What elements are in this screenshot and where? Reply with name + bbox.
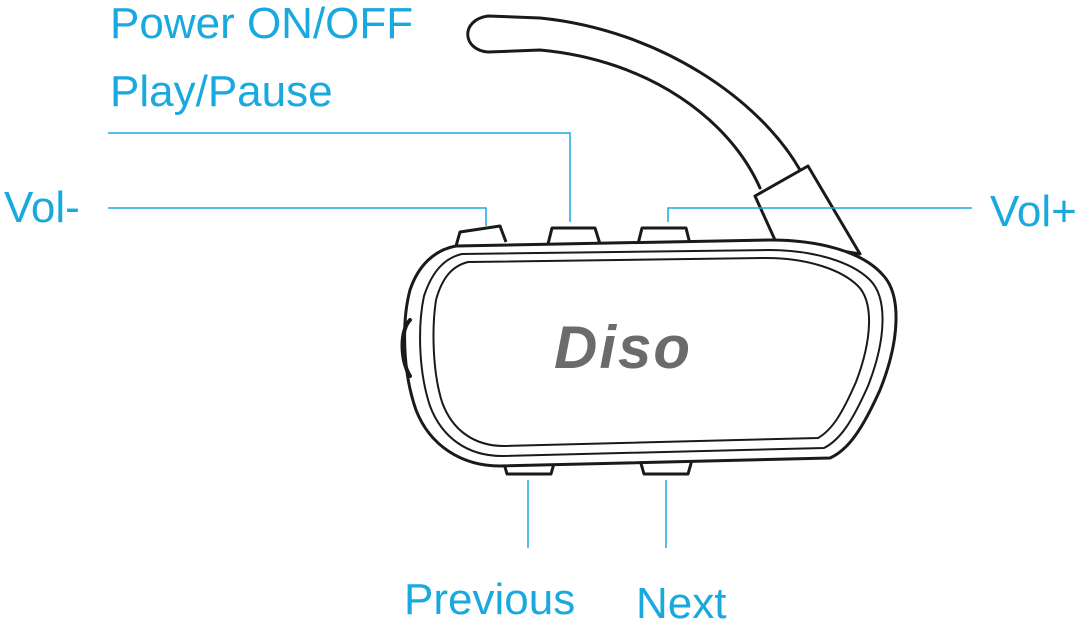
label-power-on-off: Power ON/OFF: [110, 0, 414, 48]
label-previous: Previous: [404, 575, 576, 624]
label-next: Next: [636, 579, 727, 628]
leader-lines: [108, 132, 972, 548]
side-bulge: [400, 318, 412, 378]
body-inner-panel: [432, 257, 871, 447]
label-play-pause: Play/Pause: [110, 67, 333, 116]
vol-up-button[interactable]: [636, 226, 692, 245]
earpiece-body: [400, 238, 898, 468]
label-vol-up: Vol+: [990, 187, 1077, 236]
power-play-button[interactable]: [546, 226, 602, 245]
ear-hook: [466, 14, 802, 190]
top-buttons: [454, 224, 692, 247]
brand-logo: Diso: [554, 314, 692, 381]
label-vol-down: Vol-: [4, 183, 80, 232]
body-outer-shell: [403, 238, 898, 468]
leader-line-vol-up: [667, 207, 972, 222]
vol-down-button[interactable]: [454, 224, 508, 247]
leader-line-vol-down: [108, 207, 487, 226]
leader-line-power-play: [108, 132, 571, 222]
body-inner-rim: [419, 249, 884, 457]
hook-connector: [753, 164, 862, 256]
